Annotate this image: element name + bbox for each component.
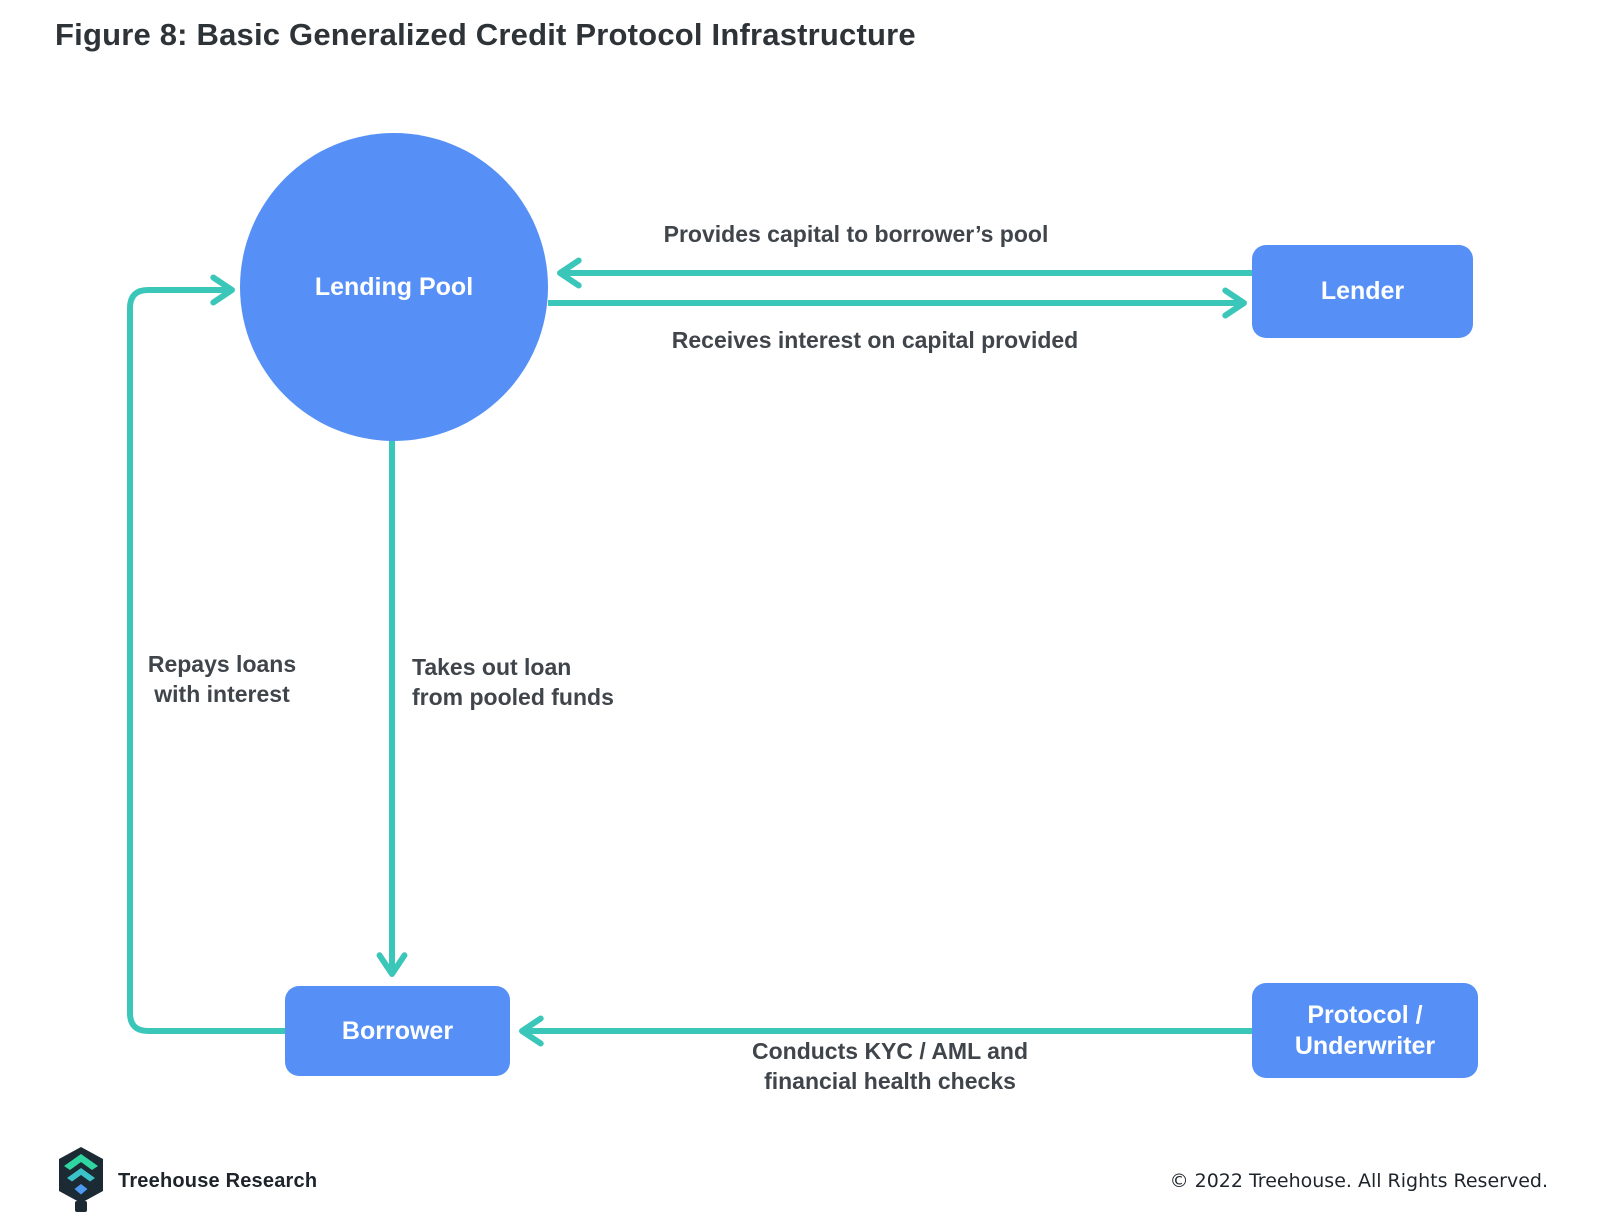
node-borrower: Borrower [285, 986, 510, 1076]
node-lending-pool: Lending Pool [240, 133, 548, 441]
node-protocol-underwriter: Protocol / Underwriter [1252, 983, 1478, 1078]
edge-label-takes-out-loan: Takes out loan from pooled funds [412, 654, 614, 710]
node-borrower-label: Borrower [341, 1016, 454, 1045]
edge-label-kyc-checks: Conducts KYC / AML and financial health … [752, 1038, 1028, 1094]
edge-repays-loans-arrow [127, 274, 285, 1034]
footer-brand: Treehouse Research [56, 1146, 317, 1216]
edge-label-provides-capital: Provides capital to borrower’s pool [663, 221, 1049, 247]
node-protocol-underwriter-label: Protocol / Underwriter [1294, 1000, 1436, 1060]
edge-label-receives-interest: Receives interest on capital provided [671, 327, 1079, 353]
footer-brand-label: Treehouse Research [118, 1169, 318, 1192]
treehouse-logo-icon [59, 1147, 103, 1212]
edge-label-repays-loans: Repays loans with interest [147, 651, 297, 707]
footer-copyright: © 2022 Treehouse. All Rights Reserved. [1169, 1170, 1548, 1192]
node-lending-pool-label: Lending Pool [314, 272, 474, 301]
node-lender: Lender [1252, 245, 1473, 338]
node-lender-label: Lender [1320, 277, 1405, 305]
figure-title: Figure 8: Basic Generalized Credit Proto… [55, 17, 916, 52]
